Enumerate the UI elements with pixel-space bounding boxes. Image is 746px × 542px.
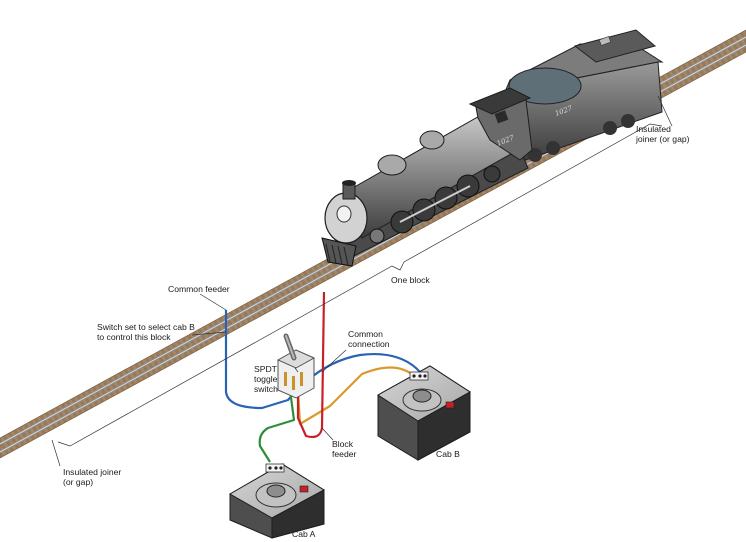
wire-blue-common [224,310,421,410]
wiring [224,291,421,463]
sand-dome [419,130,445,150]
steam-locomotive: 1027 [321,87,533,267]
label-insulated-joiner-bottom-1: Insulated joiner [63,467,121,477]
label-common-connection-2: connection [348,339,390,349]
labels: Insulated joiner (or gap) One block Comm… [63,124,690,539]
wire-green-cab-a [258,389,296,463]
label-common-feeder: Common feeder [168,284,230,294]
spdt-toggle-switch [276,333,316,399]
label-switch-set-2: to control this block [97,332,171,342]
cab-b-controller [377,365,471,461]
label-one-block: One block [391,275,430,285]
label-block-feeder-1: Block [332,439,354,449]
label-insulated-joiner-top-1: Insulated [636,124,671,134]
wire-gold-cab-b [296,366,415,426]
label-spdt-3: switch [254,384,278,394]
label-common-connection-1: Common [348,329,383,339]
label-cab-b: Cab B [436,449,460,459]
label-insulated-joiner-top-2: joiner (or gap) [635,134,690,144]
wire-red-block-feeder [296,291,326,439]
label-insulated-joiner-bottom-2: (or gap) [63,477,93,487]
annotation-lines [51,95,673,467]
tender: 1027 [504,29,664,163]
label-spdt-2: toggle [254,374,278,384]
steam-dome [377,154,407,176]
label-switch-set-1: Switch set to select cab B [97,322,195,332]
insulated-gap-bottom [46,431,54,438]
one-block-brace [57,123,663,447]
label-block-feeder-2: feeder [332,449,357,459]
cab-a-controller [228,463,325,539]
label-cab-a: Cab A [292,529,316,539]
label-spdt-1: SPDT [254,364,278,374]
